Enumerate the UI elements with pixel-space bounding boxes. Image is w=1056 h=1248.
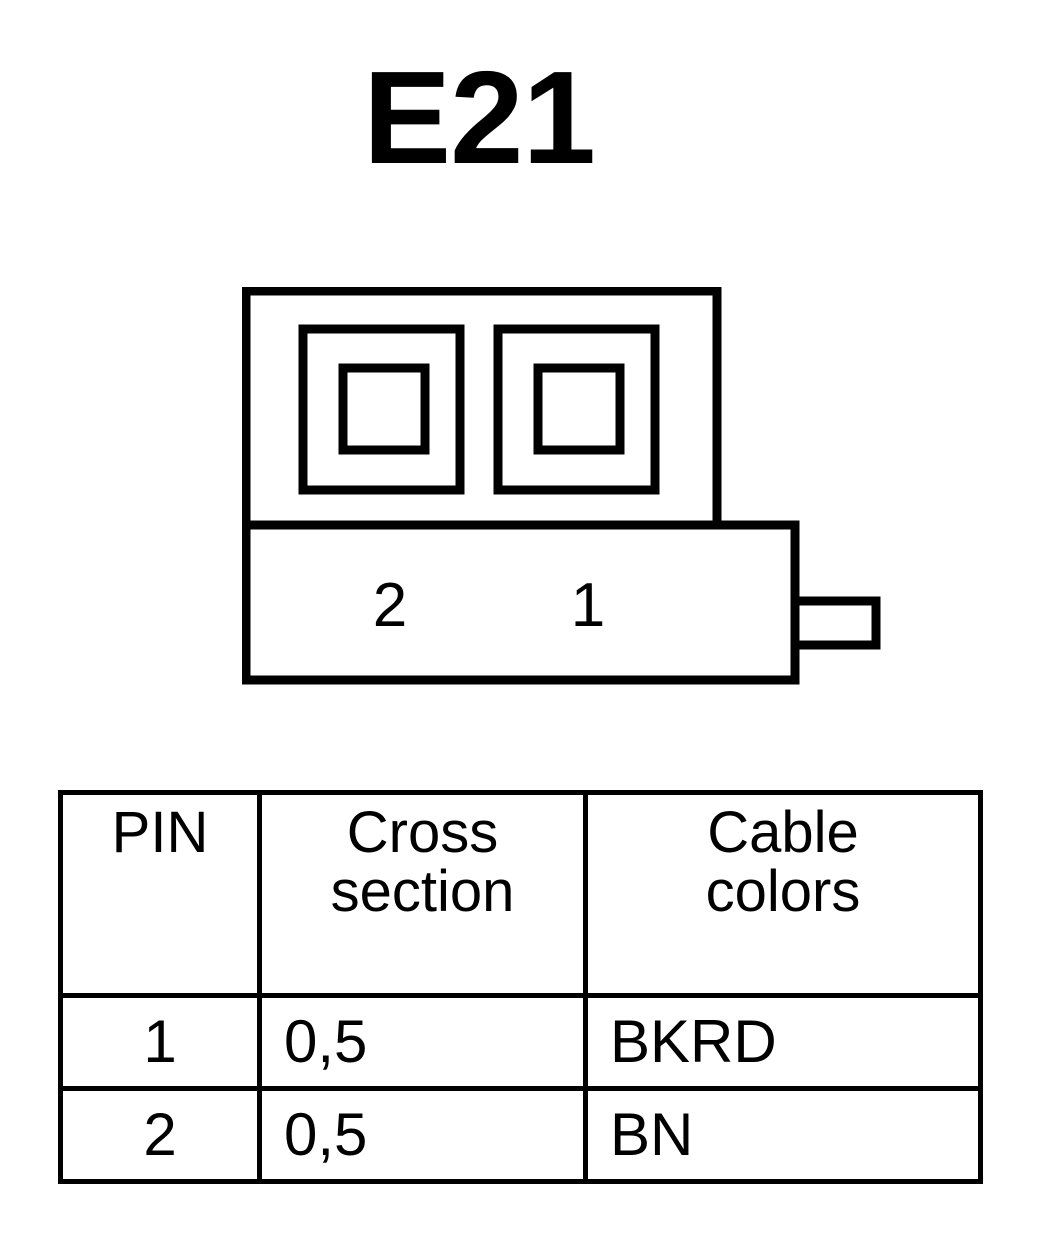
connector-lower-body [242, 520, 800, 685]
pin-label-1: 1 [571, 571, 605, 640]
cavity-inner-left [338, 363, 430, 455]
pin-assignment-table: PIN Cross section Cable colors 1 0,5 BKR… [58, 790, 983, 1184]
page-title: E21 [363, 44, 596, 191]
table-row: 1 0,5 BKRD [58, 993, 983, 1091]
table-row: 2 0,5 BN [58, 1086, 983, 1184]
column-header-cross-section-line-2: section [330, 859, 515, 925]
column-header-cable-colors-line-2: colors [705, 859, 861, 925]
column-header-pin: PIN [58, 790, 262, 998]
column-header-cable-colors: Cable colors [583, 790, 983, 998]
column-header-cross-section-line-1: Cross [346, 800, 499, 865]
column-header-cross-section: Cross section [257, 790, 588, 998]
column-header-cable-colors-line-1: Cable [707, 800, 859, 865]
cell-cable-colors: BN [583, 1086, 983, 1184]
pin-label-2: 2 [373, 571, 407, 640]
cavity-inner-right [533, 363, 625, 455]
table-header-row: PIN Cross section Cable colors [58, 790, 983, 998]
cell-pin: 1 [58, 993, 262, 1091]
connector-svg: 2 1 [242, 287, 881, 685]
latch-tab [790, 596, 881, 650]
cell-cross-section: 0,5 [257, 1086, 588, 1184]
cell-cross-section: 0,5 [257, 993, 588, 1091]
column-header-pin-line-1: PIN [111, 800, 209, 865]
connector-drawing: 2 1 [242, 287, 882, 687]
cell-cable-colors: BKRD [583, 993, 983, 1091]
cell-pin: 2 [58, 1086, 262, 1184]
